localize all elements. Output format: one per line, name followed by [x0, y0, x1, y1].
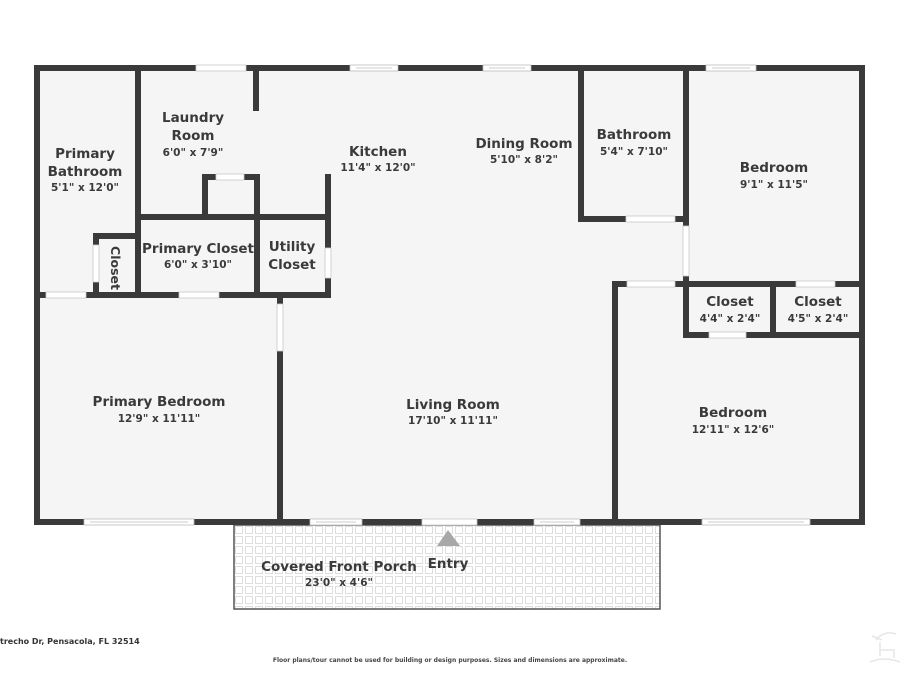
svg-text:Bathroom: Bathroom — [597, 127, 672, 143]
svg-text:Utility: Utility — [269, 239, 316, 255]
svg-text:Covered Front Porch: Covered Front Porch — [261, 559, 417, 575]
window — [309, 518, 363, 526]
svg-text:Kitchen: Kitchen — [349, 144, 407, 160]
window — [533, 518, 581, 526]
svg-text:23'0" x 4'6": 23'0" x 4'6" — [305, 577, 373, 589]
svg-text:5'1" x 12'0": 5'1" x 12'0" — [51, 182, 119, 194]
room-label-utility-closet: Utility Closet — [268, 239, 316, 273]
svg-text:12'9" x 11'11": 12'9" x 11'11" — [118, 413, 201, 425]
svg-text:Closet: Closet — [268, 257, 316, 273]
window — [482, 64, 532, 72]
room-label-closet-2: Closet 4'5" x 2'4" — [788, 294, 849, 325]
entry-label: Entry — [428, 556, 469, 572]
svg-text:Closet: Closet — [794, 294, 842, 310]
room-label-closet-small: Closet — [108, 246, 123, 290]
svg-text:5'4" x 7'10": 5'4" x 7'10" — [600, 146, 668, 158]
window — [705, 64, 757, 72]
window — [83, 518, 195, 526]
svg-text:Primary: Primary — [55, 146, 115, 162]
svg-text:4'4" x 2'4": 4'4" x 2'4" — [700, 313, 761, 325]
room-label-bedroom-2: Bedroom 12'11" x 12'6" — [692, 405, 775, 436]
svg-text:Room: Room — [171, 128, 214, 144]
door-openings — [45, 64, 836, 526]
room-label-kitchen: Kitchen 11'4" x 12'0" — [340, 144, 415, 174]
room-label-primary-closet: Primary Closet 6'0" x 3'10" — [142, 241, 255, 271]
window — [349, 64, 399, 72]
room-label-dining-room: Dining Room 5'10" x 8'2" — [475, 136, 572, 166]
room-label-closet-1: Closet 4'4" x 2'4" — [700, 294, 761, 325]
room-label-covered-front-porch: Covered Front Porch 23'0" x 4'6" — [261, 559, 417, 589]
svg-text:Bedroom: Bedroom — [699, 405, 767, 421]
svg-text:5'10" x 8'2": 5'10" x 8'2" — [490, 154, 558, 166]
svg-text:11'4" x 12'0": 11'4" x 12'0" — [340, 162, 415, 174]
svg-text:Primary Bedroom: Primary Bedroom — [93, 394, 226, 410]
svg-text:Laundry: Laundry — [162, 110, 224, 126]
svg-text:6'0" x 7'9": 6'0" x 7'9" — [163, 147, 224, 159]
disclaimer-text: Floor plans/tour cannot be used for buil… — [272, 657, 628, 664]
room-label-primary-bathroom: Primary Bathroom 5'1" x 12'0" — [48, 146, 123, 194]
entry-arrow-icon — [437, 530, 460, 546]
room-label-living-room: Living Room 17'10" x 11'11" — [406, 397, 500, 427]
svg-text:Bathroom: Bathroom — [48, 164, 123, 180]
address-text: trecho Dr, Pensacola, FL 32514 — [0, 637, 140, 646]
room-label-bathroom: Bathroom 5'4" x 7'10" — [597, 127, 672, 158]
room-label-bedroom-1: Bedroom 9'1" x 11'5" — [740, 160, 808, 191]
svg-text:Dining Room: Dining Room — [475, 136, 572, 152]
svg-text:Bedroom: Bedroom — [740, 160, 808, 176]
svg-text:Closet: Closet — [108, 246, 123, 290]
svg-text:Living Room: Living Room — [406, 397, 500, 413]
svg-text:12'11" x 12'6": 12'11" x 12'6" — [692, 424, 775, 436]
window — [701, 518, 811, 526]
room-label-primary-bedroom: Primary Bedroom 12'9" x 11'11" — [93, 394, 226, 425]
svg-text:17'10" x 11'11": 17'10" x 11'11" — [408, 415, 498, 427]
watermark-logo-icon — [869, 632, 900, 663]
svg-text:9'1" x 11'5": 9'1" x 11'5" — [740, 179, 808, 191]
windows — [83, 64, 811, 526]
svg-text:4'5" x 2'4": 4'5" x 2'4" — [788, 313, 849, 325]
room-label-laundry-room: Laundry Room 6'0" x 7'9" — [162, 110, 224, 159]
svg-text:6'0" x 3'10": 6'0" x 3'10" — [164, 259, 232, 271]
svg-text:Primary Closet: Primary Closet — [142, 241, 255, 257]
svg-text:Closet: Closet — [706, 294, 754, 310]
